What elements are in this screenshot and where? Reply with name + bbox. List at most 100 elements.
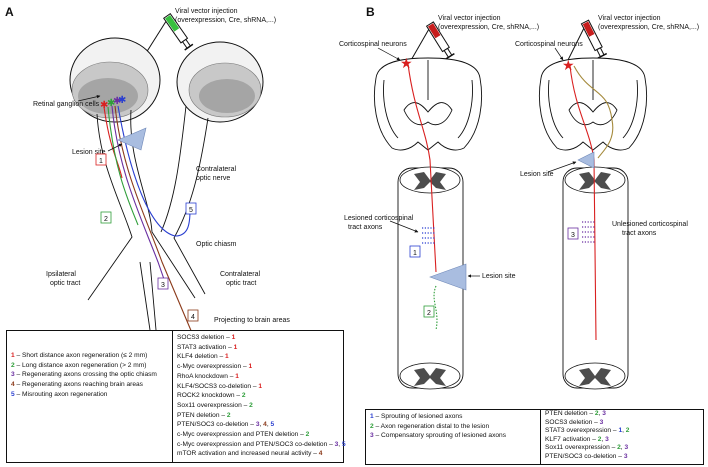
legend-b-outcomes: 1 – Sprouting of lesioned axons 2 – Axon… [366, 410, 541, 464]
legend-a-treatment: PTEN deletion – 2 [177, 411, 231, 419]
legend-b-treatments: PTEN deletion – 2, 3 SOCS3 deletion – 3 … [541, 410, 703, 464]
legend-a-outcomes: 1 – Short distance axon regeneration (≤ … [7, 331, 173, 462]
left-eye [69, 37, 161, 123]
legend-a-treatment: c-Myc overexpression and PTEN/SOC3 co-de… [177, 440, 346, 448]
svg-text:4: 4 [191, 314, 195, 321]
legend-b-item: 3 – Compensatory sprouting of lesioned a… [370, 432, 507, 440]
svg-text:3: 3 [571, 232, 575, 239]
injection-label-b-left-1: Viral vector injection [438, 15, 501, 22]
legend-b-item: 2 – Axon regeneration distal to the lesi… [370, 422, 490, 430]
lesioned-tract-pointer [389, 220, 419, 233]
injection-label-b-left-2: (overexpression, Cre, shRNA,...) [438, 24, 539, 31]
corticospinal-neuron-icon: ★ [400, 55, 413, 71]
svg-text:1: 1 [99, 158, 103, 165]
corticospinal-pointer-left [377, 47, 401, 61]
legend-b-treatment: PTEN deletion – 2, 3 [545, 410, 606, 417]
legend-a-treatment: KLF4/SOCS3 co-deletion – 1 [177, 382, 263, 390]
svg-text:2: 2 [427, 310, 431, 317]
brain-section-left [373, 57, 483, 151]
lesion-wedge-b-mid [429, 263, 467, 291]
contralateral-optic-nerve-label-2: optic nerve [196, 175, 230, 182]
projecting-label: Projecting to brain areas [214, 317, 290, 324]
syringe-icon [566, 19, 608, 63]
panel-a-letter: A [5, 5, 14, 19]
corticospinal-pointer-right [554, 47, 564, 61]
unlesioned-tract-label-2: tract axons [622, 230, 657, 237]
rgc-pointer [77, 94, 101, 102]
legend-a-item: 1 – Short distance axon regeneration (≤ … [11, 352, 148, 359]
svg-text:5: 5 [189, 207, 193, 214]
legend-a-treatment: PTEN/SOC3 co-deletion – 3, 4, 5 [177, 421, 275, 429]
svg-text:✱: ✱ [113, 96, 121, 107]
legend-a-treatment: Sox11 overexpression – 2 [177, 401, 253, 409]
contralateral-optic-nerve-label-1: Contralateral [196, 166, 237, 173]
svg-text:✱: ✱ [118, 95, 126, 106]
legend-a-item: 5 – Misrouting axon regeneration [11, 390, 108, 398]
corticospinal-neuron-icon: ★ [562, 57, 575, 73]
svg-text:✱: ✱ [107, 98, 115, 109]
legend-a-item: 2 – Long distance axon regeneration (> 2… [11, 361, 147, 369]
lesioned-tract-label-2: tract axons [348, 224, 383, 231]
lesion-site-label-b-mid: Lesion site [482, 273, 516, 280]
contralateral-optic-tract-label-2: optic tract [226, 280, 256, 287]
marker-1-b: 1 [409, 245, 421, 258]
legend-a-treatment: SOCS3 deletion – 1 [177, 334, 236, 341]
contralateral-optic-tract-label-1: Contralateral [220, 271, 261, 278]
svg-text:3: 3 [161, 282, 165, 289]
marker-2-b: 2 [423, 305, 435, 318]
retinal-ganglion-cells-label: Retinal ganglion cells [33, 101, 100, 108]
legend-b-treatment: STAT3 overexpression – 1, 2 [545, 427, 630, 435]
lesion-site-label-b-right: Lesion site [520, 171, 554, 178]
legend-a-treatment: RhoA knockdown – 1 [177, 372, 239, 380]
legend-a-item: 3 – Regenerating axons crossing the opti… [11, 371, 157, 379]
legend-b-treatment: Sox11 overexpression – 2, 3 [545, 444, 629, 452]
lesion-pointer-b-right [547, 161, 577, 173]
marker-3-a: 3 [157, 277, 169, 290]
legend-a-treatment: ROCK2 knockdown – 2 [177, 392, 246, 400]
lesion-pointer-a [107, 143, 123, 152]
legend-b-treatment: KLF7 activation – 2, 3 [545, 435, 609, 443]
svg-text:1: 1 [413, 250, 417, 257]
legend-a-treatment: KLF4 deletion – 1 [177, 353, 229, 361]
panel-b-letter: B [366, 5, 375, 19]
right-eye [176, 41, 264, 123]
legend-box-a: 1 – Short distance axon regeneration (≤ … [6, 330, 346, 463]
ipsilateral-optic-tract-label-1: Ipsilateral [46, 271, 76, 278]
marker-4-a: 4 [187, 309, 199, 322]
marker-1-a: 1 [95, 153, 107, 166]
spinal-cord-left [397, 166, 464, 390]
unlesioned-tract-label-1: Unlesioned corticospinal [612, 221, 688, 228]
regenerating-axons [103, 105, 196, 342]
ipsilateral-optic-tract-label-2: optic tract [50, 280, 80, 287]
injection-label-a-line1: Viral vector injection [175, 8, 238, 15]
retinal-ganglion-cell-icons: ✱ ✱ ✱ ✱ [100, 95, 126, 111]
legend-b-treatment: SOCS3 deletion – 3 [545, 418, 604, 426]
lesion-wedge-b-right [577, 151, 595, 169]
legend-a-item: 4 – Regenerating axons reaching brain ar… [11, 381, 143, 389]
corticospinal-neurons-label-left: Corticospinal neurons [339, 41, 407, 48]
injection-label-b-right-2: (overexpression, Cre, shRNA,...) [598, 24, 699, 31]
legend-a-treatment: mTOR activation and increased neural act… [177, 450, 323, 458]
legend-a-treatments: SOCS3 deletion – 1 STAT3 activation – 1 … [173, 331, 346, 462]
marker-5-a: 5 [185, 202, 197, 215]
syringe-icon [409, 21, 455, 63]
svg-text:✱: ✱ [100, 100, 108, 111]
brain-section-right [538, 57, 648, 151]
syringe-icon [145, 13, 194, 54]
legend-box-b: 1 – Sprouting of lesioned axons 2 – Axon… [365, 409, 704, 465]
lesion-site-label-a: Lesion site [72, 149, 106, 156]
legend-a-treatment: c-Myc overexpression – 1 [177, 363, 253, 371]
marker-2-a: 2 [100, 211, 112, 224]
lesion-wedge-a [117, 127, 147, 151]
lesioned-tract-label-1: Lesioned corticospinal [344, 215, 414, 222]
legend-b-item: 1 – Sprouting of lesioned axons [370, 413, 463, 420]
optic-chiasm-label: Optic chiasm [196, 241, 237, 248]
optic-nerve-outline [87, 105, 209, 331]
marker-3-b: 3 [567, 227, 579, 240]
legend-b-treatment: PTEN/SOC3 co-deletion – 3 [545, 452, 628, 460]
legend-a-treatment: STAT3 activation – 1 [177, 343, 238, 351]
injection-label-b-right-1: Viral vector injection [598, 15, 661, 22]
legend-a-treatment: c-Myc overexpression and PTEN deletion –… [177, 431, 310, 439]
svg-text:2: 2 [104, 216, 108, 223]
